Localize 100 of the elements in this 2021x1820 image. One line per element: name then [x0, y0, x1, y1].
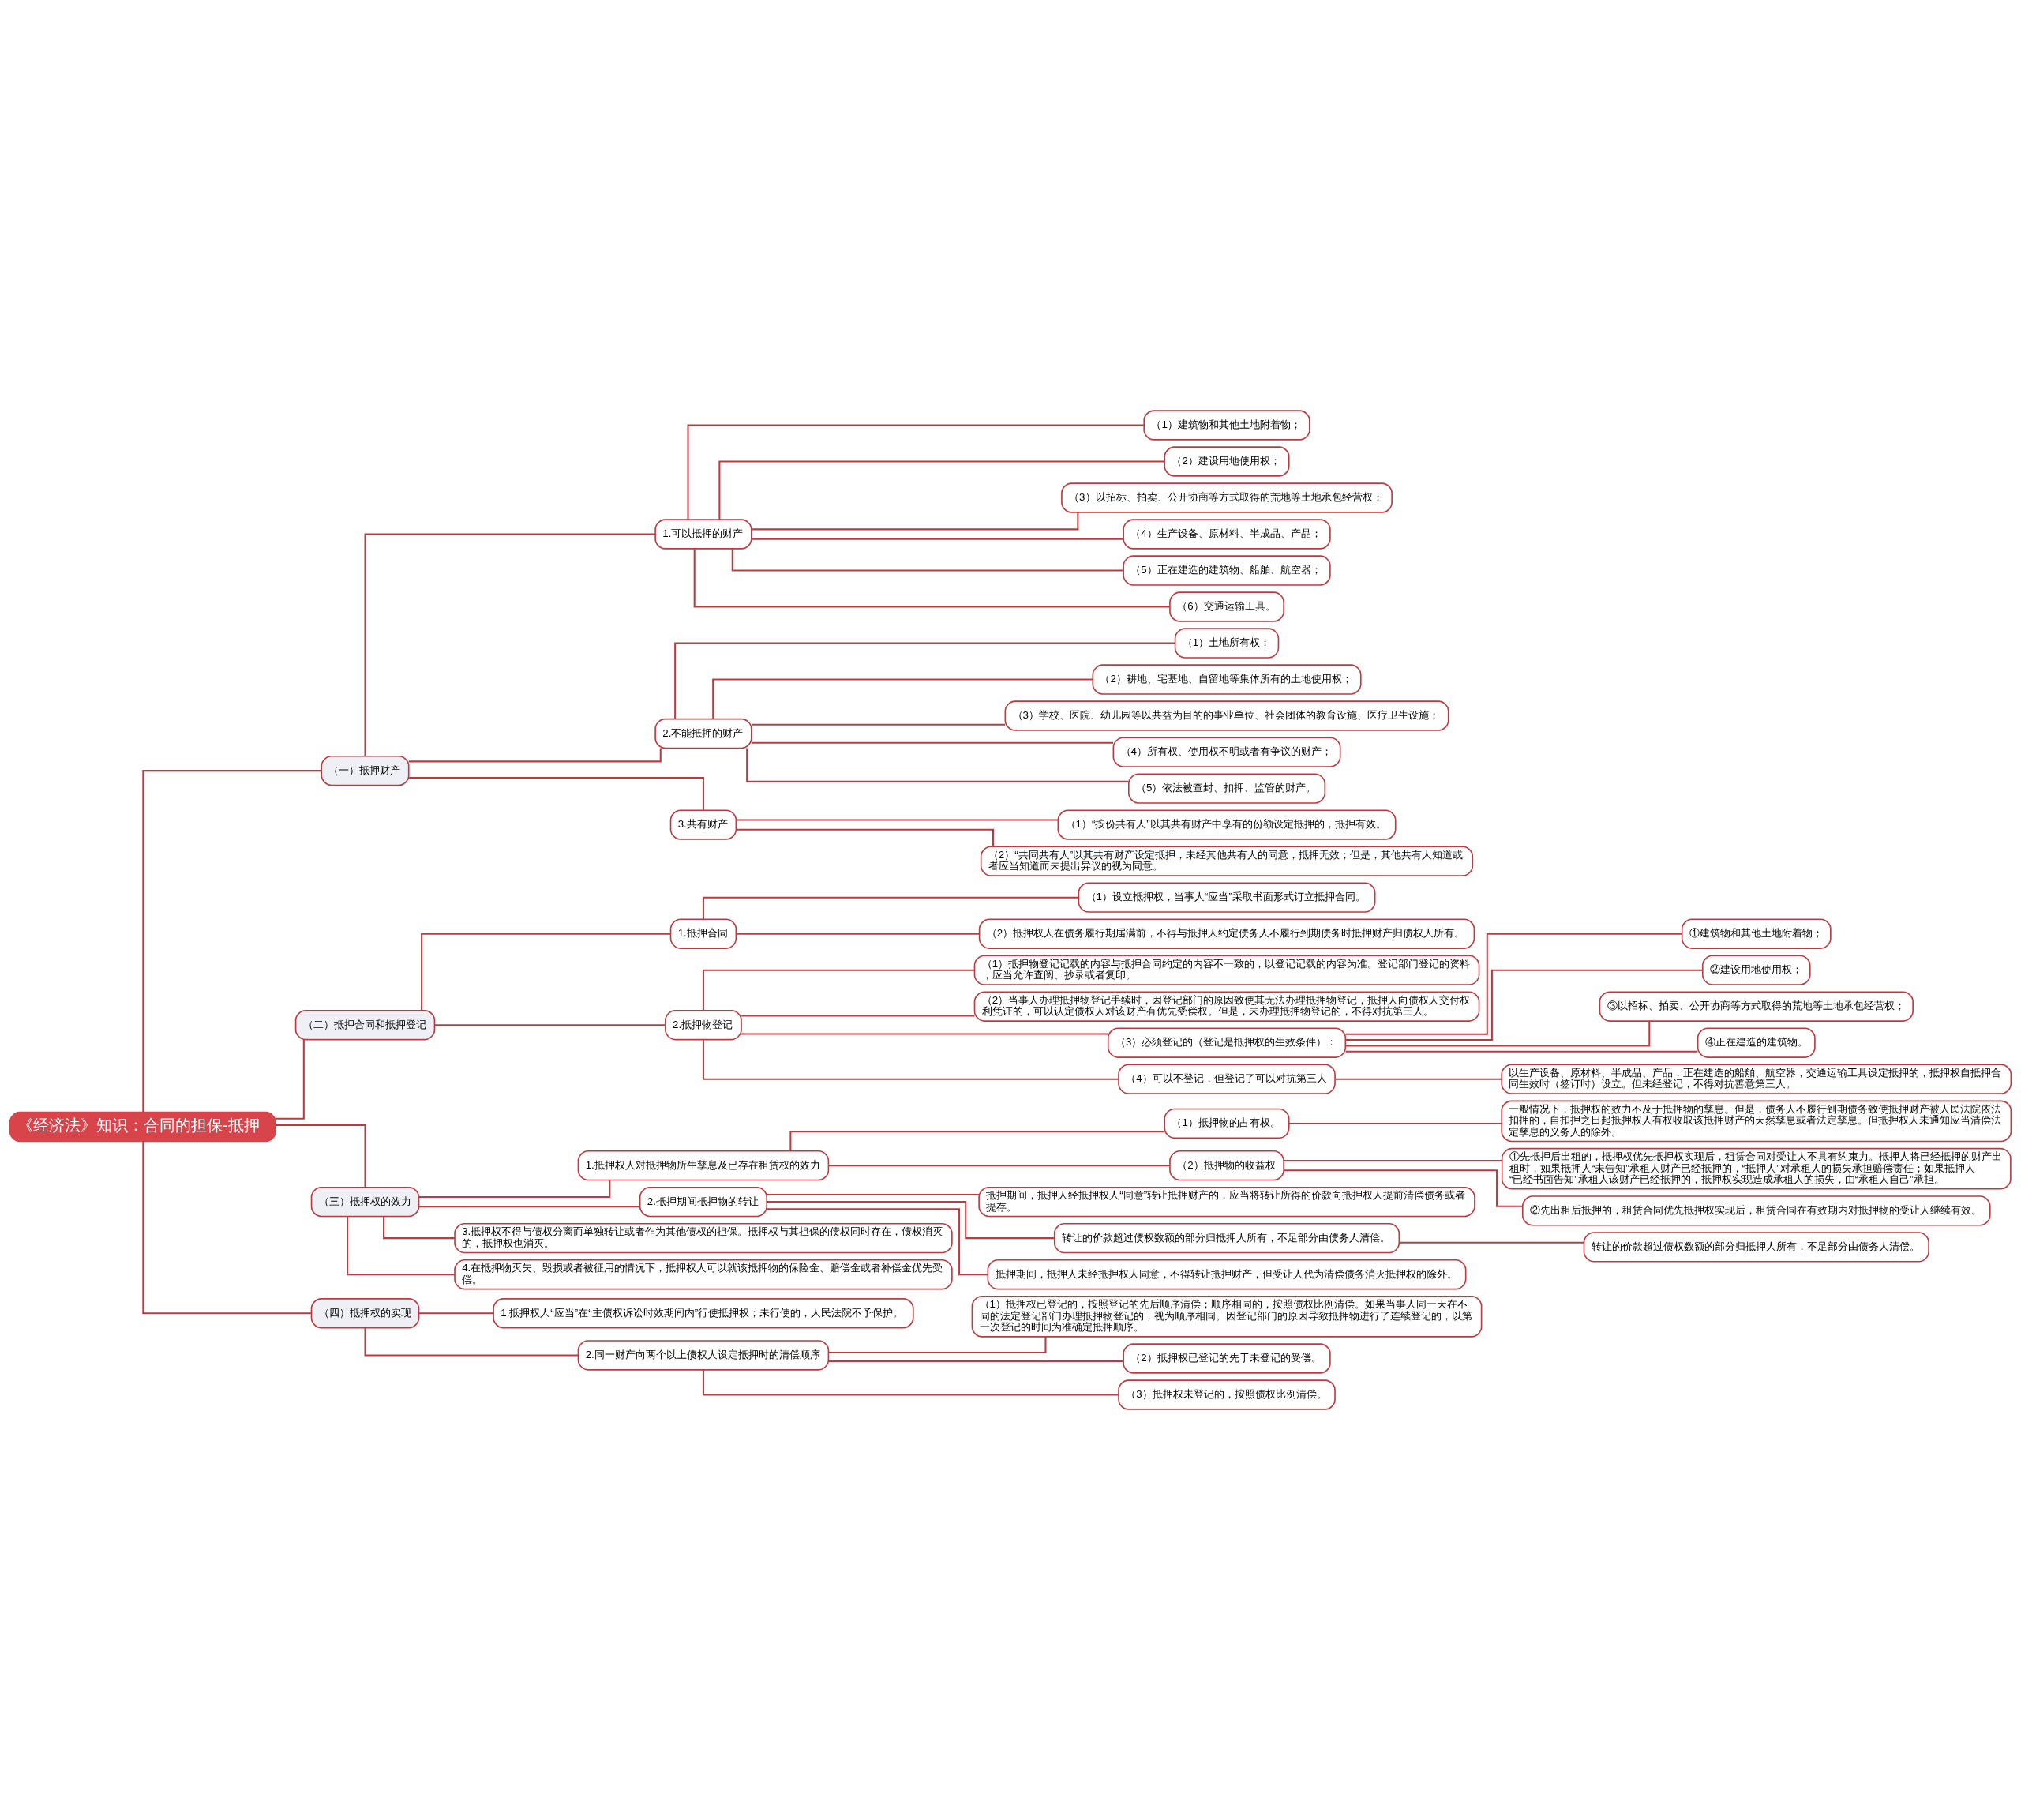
- node-box: （1）设立抵押权，当事人“应当”采取书面形式订立抵押合同。: [1078, 882, 1376, 913]
- node-box: （6）交通运输工具。: [1169, 591, 1284, 622]
- connector: [789, 1131, 1165, 1151]
- node-box: （1）建筑物和其他土地附着物；: [1143, 410, 1310, 441]
- connector: [347, 1216, 455, 1276]
- connector: [434, 1024, 666, 1026]
- connector: [1345, 1050, 1698, 1053]
- connector: [1335, 1078, 1502, 1080]
- node-box: 以生产设备、原材料、半成品、产品，正在建造的船舶、航空器，交通运输工具设定抵押的，抵押权自抵押合同生效时（签订时）设立。但未经登记，不得对抗善意第三人。: [1501, 1064, 2012, 1094]
- node-box: ③以招标、拍卖、公开协商等方式取得的荒地等土地承包经营权；: [1599, 991, 1914, 1022]
- node-box: （4）所有权、使用权不明或者有争议的财产；: [1112, 737, 1341, 767]
- node-box: （3）以招标、拍卖、公开协商等方式取得的荒地等土地承包经营权；: [1061, 482, 1393, 513]
- connector: [712, 678, 1093, 719]
- connector: [741, 1033, 1108, 1035]
- node-box: ①建筑物和其他土地附着物；: [1681, 918, 1832, 949]
- node-box: （1）抵押物登记记载的内容与抵押合同约定的内容不一致的，以登记记载的内容为准。登记部门登记的资料，应当允许查阅、抄录或者复印。: [973, 955, 1480, 985]
- connector: [718, 460, 1165, 520]
- connector: [142, 770, 322, 1113]
- node-box: 抵押期间，抵押人经抵押权人“同意”转让抵押财产的，应当将转让所得的价款向抵押权人提前清偿债务或者提存。: [978, 1186, 1475, 1218]
- node-box: （四）抵押权的实现: [310, 1298, 420, 1329]
- node-box: 2.抵押物登记: [665, 1010, 742, 1041]
- node-box: 3.共有财产: [669, 809, 737, 840]
- node-box: 1.可以抵押的财产: [654, 519, 752, 550]
- node-box: 一般情况下，抵押权的效力不及于抵押物的孳息。但是，债务人不履行到期债务致使抵押财产被人民法院依法扣押的，自扣押之日起抵押权人有权收取该抵押财产的天然孳息或者法定孳息。但抵押权人未通知应当清偿法定孳息的义务人的除外。: [1501, 1100, 2012, 1143]
- node-box: （5）依法被查封、扣押、监管的财产。: [1127, 773, 1326, 804]
- connector: [767, 1208, 988, 1276]
- node-box: （2）耕地、宅基地、自留地等集体所有的土地使用权；: [1092, 664, 1362, 695]
- connector: [276, 1039, 305, 1120]
- node-box: （1）“按份共有人”以其共有财产中享有的份额设定抵押的，抵押有效。: [1057, 809, 1397, 840]
- connector: [736, 828, 995, 847]
- connector: [767, 1201, 1055, 1240]
- connector: [1284, 1169, 1523, 1207]
- connector: [674, 642, 1175, 719]
- node-box: 1.抵押合同: [669, 918, 737, 949]
- node-box: 1.抵押权人对抵押物所生孳息及已存在租赁权的效力: [577, 1150, 830, 1181]
- node-box: 转让的价款超过债权数额的部分归抵押人所有，不足部分由债务人清偿。: [1053, 1222, 1400, 1254]
- node-box: 2.抵押期间抵押物的转让: [639, 1186, 768, 1218]
- node-box: （三）抵押权的效力: [310, 1186, 420, 1218]
- node-box: 2.同一财产向两个以上债权人设定抵押时的清偿顺序: [577, 1340, 830, 1371]
- connector: [1345, 933, 1682, 1035]
- node-box: （5）正在建造的建筑物、船舶、航空器；: [1123, 555, 1331, 586]
- node-box: ②建设用地使用权；: [1701, 955, 1811, 985]
- connector: [751, 723, 1006, 726]
- node-box: 1.抵押权人“应当”在“主债权诉讼时效期间内”行使抵押权；未行使的，人民法院不予保护。: [493, 1298, 914, 1329]
- connector: [1399, 1241, 1584, 1244]
- connector: [364, 1327, 579, 1357]
- connector: [741, 1015, 975, 1017]
- connector: [828, 1165, 1170, 1167]
- connector: [1345, 1021, 1651, 1047]
- node-box: （3）抵押权未登记的，按照债权比例清偿。: [1118, 1379, 1336, 1410]
- connector: [687, 424, 1144, 520]
- connector: [1284, 1159, 1502, 1161]
- connector: [828, 1360, 1123, 1362]
- connector: [736, 819, 1058, 821]
- connector: [746, 748, 1129, 782]
- connector: [418, 1180, 611, 1198]
- node-box: （2）抵押权人在债务履行期届满前，不得与抵押人约定债务人不履行到期债务时抵押财产归债权人所有。: [978, 918, 1475, 949]
- connector: [702, 896, 1079, 920]
- connector: [142, 1141, 312, 1315]
- node-box: （一）抵押财产: [321, 755, 410, 786]
- connector: [276, 1124, 366, 1188]
- node-box: （2）抵押权已登记的先于未登记的受偿。: [1123, 1343, 1331, 1374]
- connector: [702, 1039, 1119, 1080]
- node-box: （1）抵押物的占有权。: [1164, 1108, 1290, 1139]
- connector: [1345, 969, 1703, 1041]
- connector: [751, 741, 1114, 744]
- node-box: ②先出租后抵押的，租赁合同优先抵押权实现后，租赁合同在有效期内对抵押物的受让人继续有效。: [1521, 1195, 1991, 1226]
- connector: [731, 549, 1124, 572]
- node-box: ①先抵押后出租的，抵押权优先抵押权实现后，租赁合同对受让人不具有约束力。抵押人将已经抵押的财产出租时，如果抵押人“未告知”承租人财产已经抵押的，“抵押人”对承租人的损失承担赔偿责任；如果抵押人“已经书面告知”承租人该财产已经抵押的，抵押权实现造成承租人的损失，由“承租人自己”承担。: [1501, 1147, 2012, 1190]
- node-box: （1）土地所有权；: [1174, 628, 1280, 659]
- connector: [767, 1193, 980, 1195]
- node-box: （2）当事人办理抵押物登记手续时，因登记部门的原因致使其无法办理抵押物登记，抵押人向债权人交付权利凭证的，可以认定债权人对该财产有优先受偿权。但是，未办理抵押物登记的，不得对抗第三人。: [973, 991, 1480, 1022]
- node-box: 转让的价款超过债权数额的部分归抵押人所有，不足部分由债务人清偿。: [1583, 1232, 1929, 1263]
- connector: [418, 1312, 493, 1315]
- connector: [752, 512, 1079, 531]
- connector: [751, 538, 1124, 540]
- node-box: （2）抵押物的收益权: [1169, 1150, 1284, 1181]
- node-box: 4.在抵押物灭失、毁损或者被征用的情况下，抵押权人可以就该抵押物的保险金、赔偿金或者补偿金优先受偿。: [454, 1259, 953, 1290]
- connector: [1288, 1122, 1502, 1124]
- node-box: （4）可以不登记，但登记了可以对抗第三人: [1118, 1064, 1336, 1094]
- connector: [736, 933, 980, 935]
- node-box: （3）必须登记的（登记是抵押权的生效条件）：: [1107, 1027, 1347, 1058]
- connector: [828, 1337, 1047, 1353]
- node-box: （4）生产设备、原材料、半成品、产品；: [1123, 519, 1331, 550]
- node-box: （二）抵押合同和抵押登记: [294, 1010, 436, 1041]
- connector: [364, 533, 655, 756]
- node-box: （2）“共同共有人”以其共有财产设定抵押，未经其他共有人的同意，抵押无效；但是，其他共有人知道或者应当知道而未提出异议的视为同意。: [980, 846, 1474, 876]
- node-box: （1）抵押权已登记的，按照登记的先后顺序清偿；顺序相同的，按照债权比例清偿。如果当事人同一天在不同的法定登记部门办理抵押物登记的，视为顺序相同。因登记部门的原因导致抵押物进行了连续登记的，以第一次登记的时间为准确定抵押顺序。: [971, 1295, 1483, 1338]
- node-box: （3）学校、医院、幼儿园等以共益为目的的事业单位、社会团体的教育设施、医疗卫生设施；: [1004, 700, 1449, 731]
- connector: [702, 969, 975, 1011]
- node-box: 2.不能抵押的财产: [654, 718, 752, 749]
- node-box: 《经济法》知识：合同的担保-抵押: [9, 1111, 276, 1143]
- connector: [409, 776, 704, 811]
- node-box: ④正在建造的建筑物。: [1697, 1027, 1816, 1058]
- connector: [418, 1206, 640, 1208]
- node-box: （2）建设用地使用权；: [1164, 446, 1290, 477]
- node-box: 3.抵押权不得与债权分离而单独转让或者作为其他债权的担保。抵押权与其担保的债权同时存在，债权消灭的，抵押权也消灭。: [454, 1222, 953, 1254]
- connector: [383, 1216, 455, 1240]
- connector: [421, 933, 671, 1011]
- node-box: 抵押期间，抵押人未经抵押权人同意，不得转让抵押财产，但受让人代为清偿债务消灭抵押权的除外。: [987, 1259, 1467, 1290]
